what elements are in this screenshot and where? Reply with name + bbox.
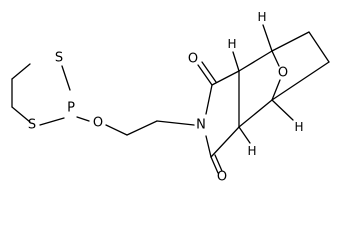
atom-o-carbonyl-top: O [188, 52, 198, 67]
bond-c-carbonyl-top-c-fusion [211, 70, 240, 86]
bond-n-c-carbonyl-top [205, 84, 213, 115]
bond-p-o [76, 116, 90, 122]
bond-carbonyl-top-b [201, 61, 217, 83]
atom-h-bridgehead-bottom: H [294, 120, 303, 134]
atom-s-bottom: S [28, 118, 36, 133]
atom-n: N [196, 118, 206, 133]
atom-o-bridge: O [278, 66, 288, 81]
molecule-structure: S S P O N O O O H H H H [11, 10, 330, 185]
bond-ch2-s-top [11, 63, 31, 80]
atom-o-carbonyl-bottom: O [217, 170, 227, 185]
bond-h-fusion-bottom [238, 126, 251, 144]
atom-h-bridgehead-top: H [257, 10, 266, 24]
bond-s-bottom-p [39, 117, 65, 126]
atom-h-ring-fusion-top: H [227, 37, 236, 51]
bond-h-bridgehead-bottom [271, 99, 294, 121]
bond-ch2-bridgehead-bottom [271, 61, 330, 101]
atom-o-ether: O [93, 116, 103, 131]
bonds [11, 24, 330, 174]
bond-s-top-p [61, 65, 71, 91]
bond-ch2-s-bottom [11, 106, 31, 123]
bond-h-fusion-top [232, 51, 240, 72]
bond-carbonyl-bottom-a [210, 156, 219, 174]
bond-carbonyl-top-a [197, 64, 213, 86]
bond-n-c-carbonyl-bottom [205, 135, 212, 158]
bond-fusion-bridgehead-top [238, 50, 273, 72]
atom-p: P [67, 101, 75, 116]
bond-c-carbonyl-bottom-c-fusion [210, 126, 240, 158]
atom-h-ring-fusion-bottom: H [247, 144, 256, 158]
atom-labels: S S P O N O O O H H H H [28, 10, 304, 185]
bond-h-bridgehead-top [262, 24, 273, 52]
bond-o-ch2 [105, 124, 128, 136]
bond-ch2-n [156, 120, 195, 126]
bond-carbonyl-bottom-b [214, 154, 223, 172]
bond-fusion-bridgehead-bottom [238, 99, 273, 128]
bond-bridgehead-top-o [271, 50, 280, 67]
bond-ch2-ch2-bridge [308, 31, 330, 63]
bond-ch2-ch2-linker [126, 120, 158, 136]
bond-bridgehead-top-ch2 [271, 31, 310, 52]
bond-o-bridgehead-bottom [271, 79, 281, 101]
atom-s-top: S [55, 51, 63, 66]
